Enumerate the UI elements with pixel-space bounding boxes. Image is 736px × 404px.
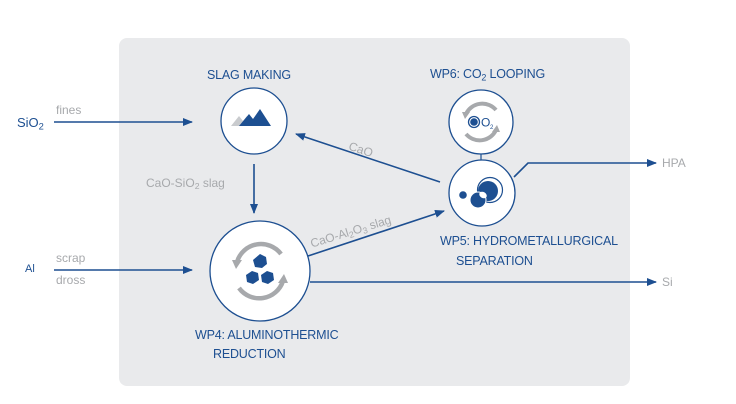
wp5-title-line2: SEPARATION: [456, 254, 533, 268]
wp5-title-line1: WP5: HYDROMETALLURGICAL: [440, 234, 618, 248]
wp6-title: WP6: CO2 LOOPING: [430, 67, 546, 83]
co2-icon-sub: 2: [490, 125, 494, 131]
particles-separation-icon: [459, 176, 504, 209]
wp4-title-line2: REDUCTION: [213, 347, 286, 361]
hpa-output-arrow: [513, 159, 657, 178]
wp4-node: [209, 220, 311, 322]
cao-al2o3-slag-arrow: [307, 210, 445, 257]
co2-icon-text: O: [481, 116, 490, 130]
si-output-label: Si: [662, 275, 673, 289]
dross-label: dross: [56, 273, 86, 287]
reduction-cycle-icon: [232, 241, 288, 301]
process-panel: [119, 38, 630, 386]
hpa-output-label: HPA: [662, 156, 686, 170]
al-input-label: Al: [25, 263, 35, 275]
slag-making-title: SLAG MAKING: [207, 68, 291, 82]
wp5-node: [448, 159, 516, 227]
sio2-input-label: SiO2: [17, 115, 44, 132]
mountains-icon: [231, 109, 271, 126]
cao-sio2-slag-label: CaO-SiO2 slag: [146, 176, 225, 192]
co2-cycle-icon: O 2: [462, 101, 500, 143]
wp4-title-line1: WP4: ALUMINOTHERMIC: [195, 328, 339, 342]
cao-arrow: [295, 133, 441, 183]
fines-label: fines: [56, 103, 82, 117]
slag-making-node: [220, 87, 288, 155]
wp6-node: O 2: [448, 89, 514, 155]
scrap-label: scrap: [56, 251, 86, 265]
